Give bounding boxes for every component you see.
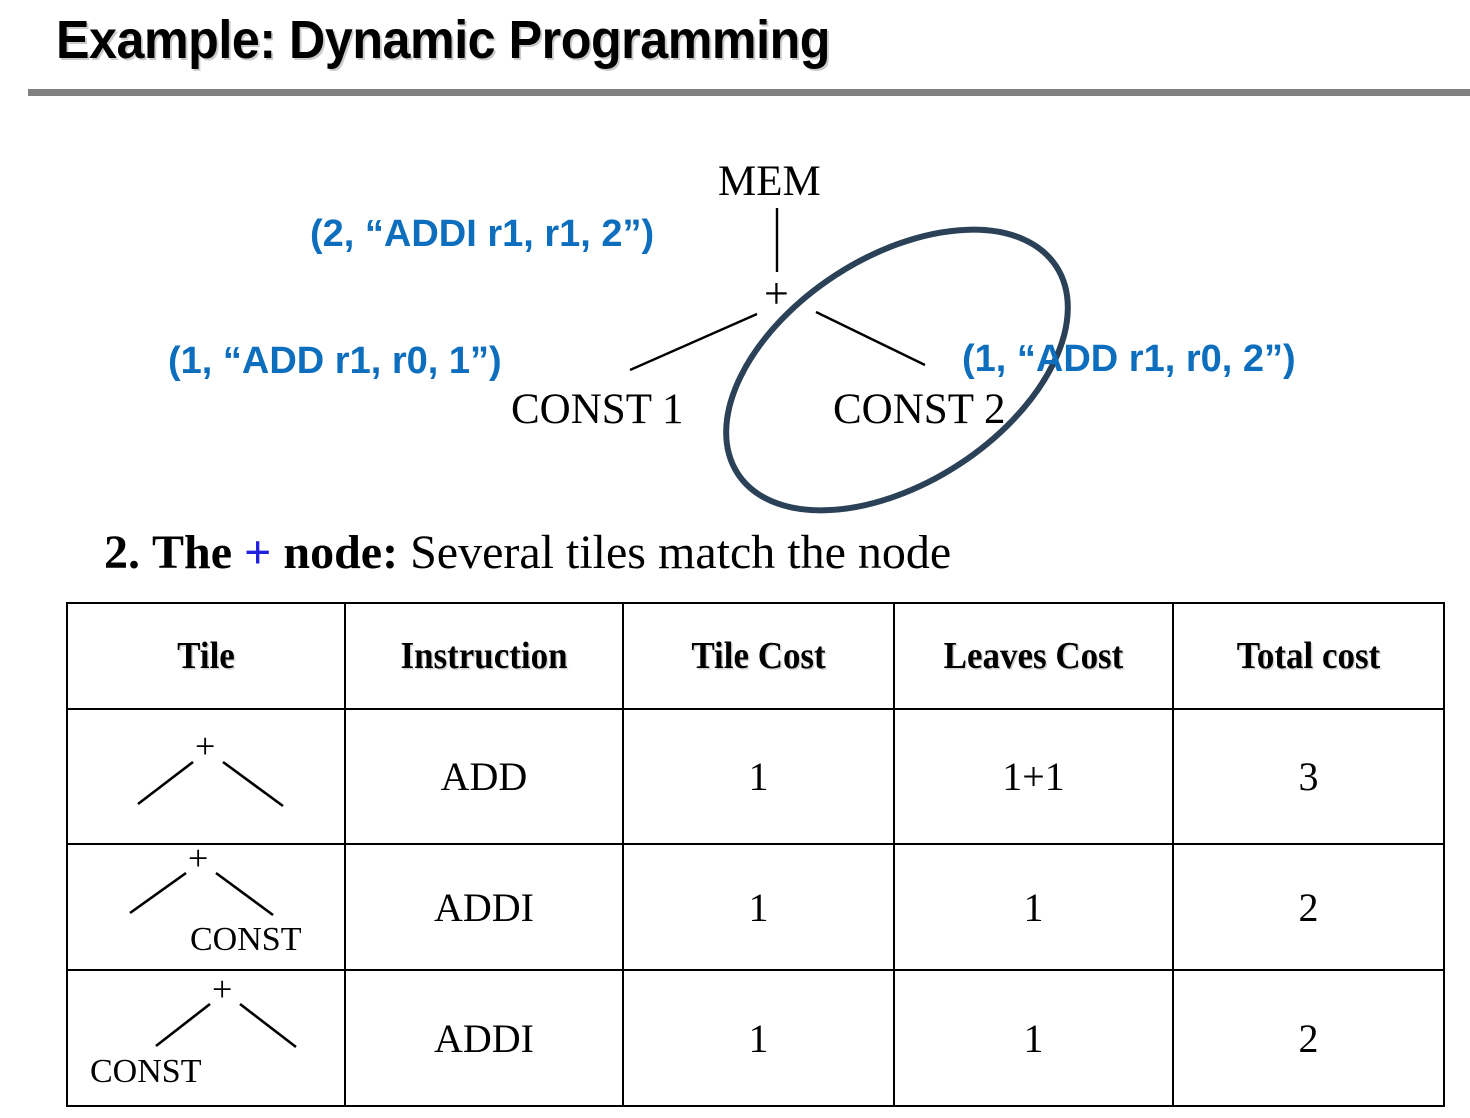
tile-lines — [129, 871, 274, 917]
page-title: Example: Dynamic Programming — [56, 10, 831, 70]
cell-leaves-cost: 1 — [893, 969, 1174, 1107]
tile-plus-symbol: + — [212, 969, 233, 1009]
node-const-1: CONST 1 — [511, 386, 684, 433]
tile-lines — [155, 1002, 297, 1049]
expression-tree-diagram: MEM + CONST 1 CONST 2 (2, “ADDI r1, r1, … — [0, 130, 1470, 520]
annotation-add-left: (1, “ADD r1, r0, 1”) — [168, 340, 502, 382]
statement-plus-icon: + — [244, 526, 272, 579]
table-row: + CONST ADDI 1 1 2 — [66, 969, 1445, 1107]
tile-edge-right — [215, 871, 274, 917]
cell-leaves-cost: 1+1 — [893, 708, 1174, 845]
tile-edge-right — [239, 1002, 297, 1049]
column-header-leaves-cost: Leaves Cost — [904, 602, 1163, 710]
table-header-row: Tile Instruction Tile Cost Leaves Cost T… — [67, 602, 1444, 710]
statement-bold-suffix: node: — [283, 526, 399, 579]
node-plus-operator: + — [764, 269, 789, 318]
statement-rest: Several tiles match the node — [410, 526, 952, 579]
tile-const-label: CONST — [90, 1053, 202, 1090]
table-row: + ADD 1 1+1 3 — [66, 708, 1445, 845]
tile-edge-left — [129, 871, 187, 915]
cell-tile-cost: 1 — [622, 843, 895, 971]
node-const-2: CONST 2 — [833, 386, 1006, 433]
statement-number: 2. — [104, 526, 140, 579]
tile-edge-left — [155, 1002, 211, 1048]
column-header-tile: Tile — [77, 602, 335, 710]
title-divider — [28, 89, 1470, 96]
cell-instruction: ADDI — [344, 843, 624, 971]
statement-line: 2. The + node: Several tiles match the n… — [104, 524, 951, 582]
cell-total-cost: 3 — [1172, 708, 1445, 845]
tile-lines — [137, 760, 284, 808]
cell-tile-cost: 1 — [622, 708, 895, 845]
tile-edge-left — [137, 760, 194, 806]
tile-glyph-addi-const-left: + CONST — [66, 969, 346, 1107]
tile-const-label: CONST — [190, 921, 302, 958]
node-mem: MEM — [718, 158, 821, 205]
diagram-lines — [629, 208, 1071, 514]
tile-edge-right — [222, 760, 284, 808]
edge-plus-to-const1 — [629, 312, 758, 372]
cell-leaves-cost: 1 — [893, 843, 1174, 971]
tile-glyph-add: + — [66, 708, 346, 845]
tile-cost-table: Tile Instruction Tile Cost Leaves Cost T… — [66, 602, 1445, 1107]
cell-total-cost: 2 — [1172, 969, 1445, 1107]
tile-plus-symbol: + — [195, 726, 216, 766]
column-header-total-cost: Total cost — [1182, 602, 1435, 710]
cell-tile-cost: 1 — [622, 969, 895, 1107]
column-header-tile-cost: Tile Cost — [632, 602, 885, 710]
tile-glyph-addi-const-right: + CONST — [66, 840, 346, 971]
cell-total-cost: 2 — [1172, 843, 1445, 971]
cell-instruction: ADD — [344, 708, 624, 845]
statement-bold-prefix: The — [152, 526, 233, 579]
annotation-add-right: (1, “ADD r1, r0, 2”) — [962, 338, 1296, 380]
edge-plus-to-const2 — [815, 310, 926, 367]
column-header-instruction: Instruction — [355, 602, 613, 710]
tile-plus-symbol: + — [188, 838, 209, 878]
cell-instruction: ADDI — [344, 969, 624, 1107]
table-row: + CONST ADDI 1 1 2 — [66, 840, 1445, 971]
annotation-addi-top: (2, “ADDI r1, r1, 2”) — [310, 213, 655, 255]
highlight-ellipse — [723, 226, 1071, 514]
